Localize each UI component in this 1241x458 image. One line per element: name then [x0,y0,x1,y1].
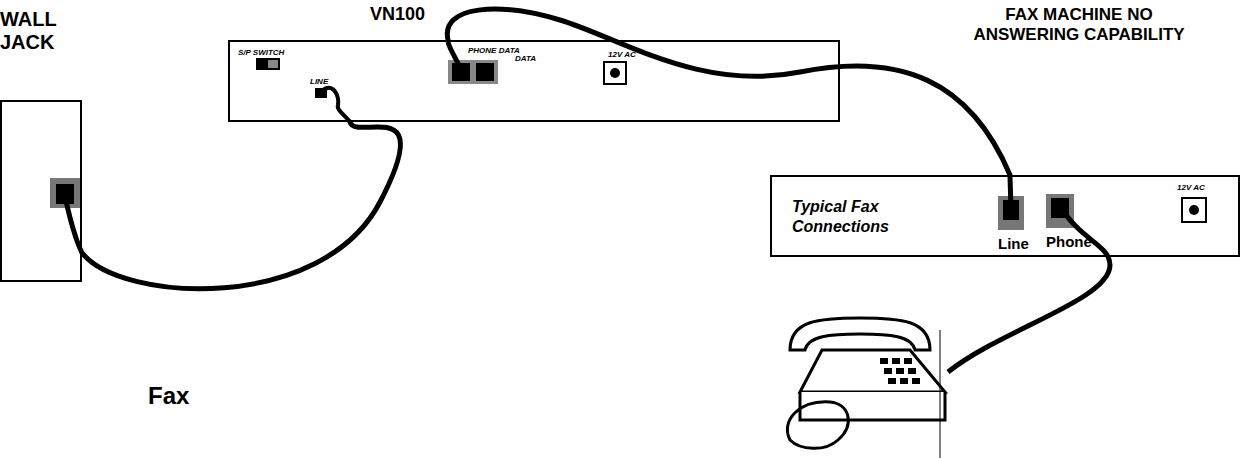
port-label: Phone [1046,233,1092,250]
edge-line [940,330,941,458]
port-label: 12V AC [608,50,636,59]
port-label: 12V AC [1177,183,1205,192]
fax-power-jack [1182,198,1206,222]
port-label: LINE [310,77,328,86]
port-label: Line [998,235,1029,252]
modem-box: VN100S/P SWITCHLINEPHONE DATADATA12V AC [228,40,840,122]
power-pin [610,68,620,78]
caption-label: Fax [148,382,189,410]
keypad [880,358,920,384]
switch-knob [268,60,278,68]
sp-switch [256,58,280,70]
jack-cable-stub [65,196,82,252]
phone-cable [82,122,400,289]
port-label: Typical Fax Connections [792,197,952,237]
port-label: DATA [515,54,536,63]
port-label: S/P SWITCH [238,48,284,57]
phone-cable [948,206,1110,372]
fax-cable-stub [1010,177,1011,208]
telephone [787,318,945,448]
power-jack [604,62,626,84]
fax-machine: FAX MACHINE NO ANSWERING CAPABILITYTypic… [770,175,1240,257]
wall-jack: WALL JACK [0,100,82,282]
line-cable-stub [321,88,350,122]
phone-cable-stub [448,42,461,70]
node-heading: FAX MACHINE NO ANSWERING CAPABILITY [954,5,1204,44]
node-heading: WALL JACK [0,8,96,54]
phone-cable [447,9,1010,175]
fax-power-pin [1189,205,1199,215]
port-label: PHONE DATA [468,46,520,55]
data-port [476,63,494,81]
node-heading: VN100 [370,4,425,25]
